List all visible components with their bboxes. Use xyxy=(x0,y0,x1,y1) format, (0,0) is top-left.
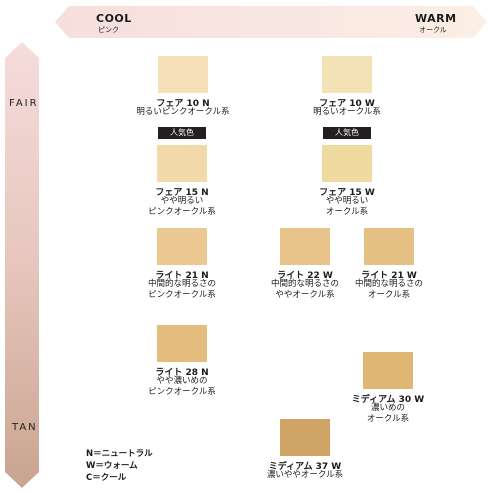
shade-description: 濃いめの xyxy=(370,403,405,413)
shade-swatch xyxy=(363,352,413,389)
shade-description: やや明るい xyxy=(160,196,204,206)
shade-description: オークル系 xyxy=(367,290,411,300)
shade-description: やや明るい xyxy=(325,196,369,206)
shade-description: ピンクオークル系 xyxy=(148,387,216,397)
shade-description: やや濃いめの xyxy=(156,376,208,386)
tan-label: TAN xyxy=(12,422,38,433)
shade-description: ピンクオークル系 xyxy=(148,207,216,217)
shade-name: ライト 21 N xyxy=(155,271,209,281)
shade-swatch xyxy=(322,145,372,182)
cool-sub-label: ピンク xyxy=(98,26,119,34)
cool-warm-axis-arrow xyxy=(55,6,487,38)
warm-sub-label: オークル xyxy=(419,26,447,34)
shade-name: フェア 15 W xyxy=(319,188,375,198)
shade-swatch xyxy=(157,228,207,265)
shade-description: 明るいオークル系 xyxy=(313,107,381,117)
shade-name: ライト 28 N xyxy=(155,368,209,378)
shade-name: フェア 10 N xyxy=(156,99,210,109)
legend-item: N＝ニュートラル xyxy=(86,449,153,459)
shade-description: オークル系 xyxy=(366,414,410,424)
shade-swatch xyxy=(364,228,414,265)
shade-description: オークル系 xyxy=(325,207,369,217)
shade-description: 濃いややオークル系 xyxy=(266,470,344,480)
shade-description: 中間的な明るさの xyxy=(147,279,216,289)
shade-swatch xyxy=(280,419,330,456)
shade-description: ややオークル系 xyxy=(275,290,335,300)
shade-description: 明るいピンクオークル系 xyxy=(136,107,230,117)
popular-badge: 人気色 xyxy=(323,127,371,139)
popular-badge: 人気色 xyxy=(158,127,206,139)
shade-swatch xyxy=(157,325,207,362)
shade-name: ミディアム 37 W xyxy=(268,462,342,472)
shade-name: ライト 21 W xyxy=(361,271,417,281)
shade-description: ピンクオークル系 xyxy=(148,290,216,300)
shade-swatch xyxy=(157,145,207,182)
warm-label: WARM xyxy=(415,12,457,25)
legend-item: W＝ウォーム xyxy=(86,461,138,471)
shade-swatch xyxy=(280,228,330,265)
fair-tan-axis-arrow xyxy=(5,42,39,488)
shade-name: フェア 15 N xyxy=(155,188,209,198)
shade-name: ミディアム 30 W xyxy=(351,395,425,405)
shade-description: 中間的な明るさの xyxy=(270,279,339,289)
shade-description: 中間的な明るさの xyxy=(354,279,423,289)
fair-label: FAIR xyxy=(9,98,39,109)
legend-item: C＝クール xyxy=(86,473,127,483)
cool-label: COOL xyxy=(96,12,132,25)
shade-name: ライト 22 W xyxy=(277,271,333,281)
shade-name: フェア 10 W xyxy=(319,99,375,109)
shade-swatch xyxy=(322,56,372,93)
shade-swatch xyxy=(158,56,208,93)
